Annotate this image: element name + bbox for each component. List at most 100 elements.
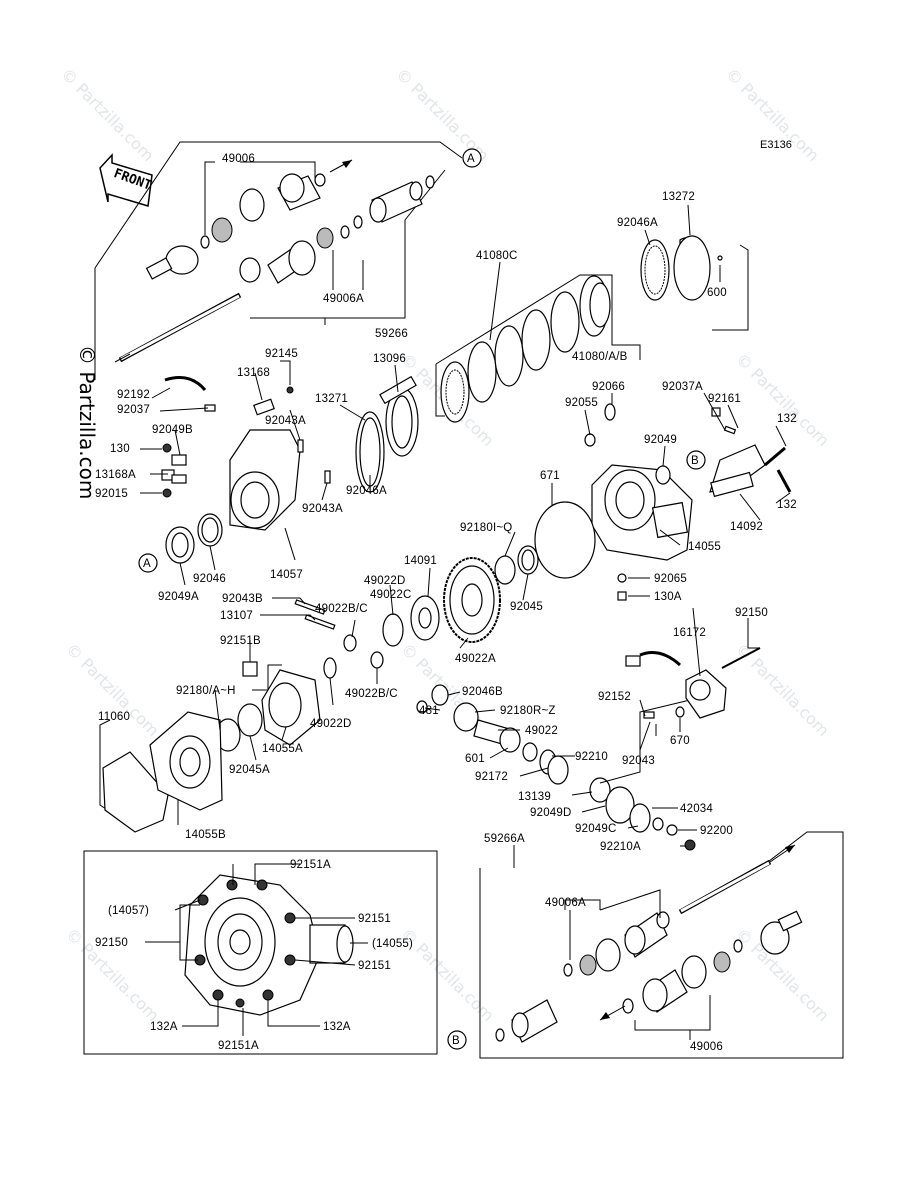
- label-14055a: 14055A: [262, 743, 303, 755]
- inset-housing-view: [83, 850, 438, 1055]
- callout-b-mid-label: B: [691, 455, 699, 467]
- label-13096: 13096: [373, 353, 406, 365]
- label-92065: 92065: [654, 573, 687, 585]
- label-49022b-c-2: 49022B/C: [345, 688, 398, 700]
- label-92049: 92049: [644, 434, 677, 446]
- label-92049a: 92049A: [158, 591, 199, 603]
- label-92180r-z: 92180R~Z: [500, 705, 556, 717]
- label-92049b: 92049B: [152, 424, 193, 436]
- label-92066: 92066: [592, 381, 625, 393]
- label-59266: 59266: [375, 328, 408, 340]
- label-49022c: 49022C: [370, 589, 411, 601]
- label-92043a-2: 92043A: [302, 503, 343, 515]
- label-92152: 92152: [598, 691, 631, 703]
- callout-b-mid: B: [686, 450, 706, 470]
- watermark-2: © Partzilla.com: [392, 64, 493, 165]
- label-92046: 92046: [193, 573, 226, 585]
- label-41080ab: 41080/A/B: [572, 351, 628, 363]
- label-92151a-bot: 92151A: [218, 1040, 259, 1052]
- label-481: 481: [419, 705, 439, 717]
- label-92055: 92055: [565, 397, 598, 409]
- label-132a-1: 132A: [150, 1021, 178, 1033]
- label-92037: 92037: [117, 404, 150, 416]
- label-92145: 92145: [265, 348, 298, 360]
- label-92045a: 92045A: [229, 764, 270, 776]
- label-13107: 13107: [220, 610, 253, 622]
- label-13139: 13139: [518, 791, 551, 803]
- callout-a-top: A: [462, 148, 482, 168]
- label-92150-box: 92150: [95, 937, 128, 949]
- label-11060: 11060: [98, 711, 130, 723]
- label-132-2: 132: [777, 499, 797, 511]
- label-92151-1: 92151: [358, 913, 391, 925]
- label-92049d: 92049D: [530, 807, 571, 819]
- label-92180a-h: 92180/A~H: [176, 685, 236, 697]
- label-49006-top: 49006: [222, 153, 255, 165]
- label-14057-ref: (14057): [108, 905, 149, 917]
- label-49022d-2: 49022D: [310, 718, 351, 730]
- label-92037a: 92037A: [662, 381, 703, 393]
- watermark-5: © Partzilla.com: [732, 349, 833, 450]
- label-671: 671: [540, 470, 560, 482]
- label-92210: 92210: [575, 751, 608, 763]
- label-92015: 92015: [95, 488, 128, 500]
- label-42034: 42034: [680, 803, 713, 815]
- label-92200: 92200: [700, 825, 733, 837]
- callout-a-left: A: [138, 553, 158, 573]
- label-670: 670: [670, 735, 690, 747]
- label-92043a-1: 92043A: [265, 415, 306, 427]
- sensor-16172: [625, 647, 761, 760]
- callout-a-top-label: A: [467, 153, 475, 165]
- label-13271: 13271: [315, 393, 348, 405]
- label-92043: 92043: [622, 755, 655, 767]
- ring-gear-49022a: [443, 545, 539, 643]
- label-132-1: 132: [777, 413, 797, 425]
- leader-lines: [99, 161, 791, 1040]
- front-arrow-icon: FRONT: [99, 153, 154, 207]
- label-92151b: 92151B: [220, 635, 261, 647]
- label-14055-ref: (14055): [372, 938, 413, 950]
- label-92210a: 92210A: [600, 841, 641, 853]
- label-49006a-bot: 49006A: [545, 897, 586, 909]
- label-601: 601: [465, 753, 485, 765]
- ring-13271-13096: [355, 375, 419, 493]
- ring-plate-set: [640, 235, 749, 331]
- bracket-14092: [709, 407, 792, 498]
- label-92046b: 92046B: [462, 686, 503, 698]
- front-drive-shaft-assembly: [94, 141, 463, 380]
- label-92180i-q: 92180I~Q: [460, 522, 512, 534]
- label-49006a-top: 49006A: [323, 293, 364, 305]
- callout-a-left-label: A: [143, 558, 151, 570]
- label-13168: 13168: [237, 367, 270, 379]
- label-14091: 14091: [404, 555, 437, 567]
- label-13168a: 13168A: [95, 469, 136, 481]
- label-92172: 92172: [475, 771, 508, 783]
- label-600: 600: [707, 287, 727, 299]
- rear-drive-shaft-assembly: [479, 831, 844, 1059]
- label-92045: 92045: [510, 601, 543, 613]
- label-92150-top: 92150: [735, 607, 768, 619]
- label-13272: 13272: [662, 191, 695, 203]
- watermark-1: © Partzilla.com: [57, 64, 158, 165]
- label-92043b: 92043B: [222, 593, 263, 605]
- clutch-assembly: [435, 274, 641, 423]
- diagram-code: E3136: [760, 139, 792, 151]
- label-92046a-top: 92046A: [617, 217, 658, 229]
- label-130: 130: [110, 443, 130, 455]
- callout-b-bottom-label: B: [452, 1035, 460, 1047]
- callout-b-bottom: B: [447, 1030, 467, 1050]
- housing-14055: [534, 403, 693, 601]
- label-92046a-mid: 92046A: [346, 485, 387, 497]
- housing-14055b: [99, 711, 223, 833]
- label-49006-bot: 49006: [690, 1041, 723, 1053]
- label-14055: 14055: [688, 541, 721, 553]
- housing-14055a: [215, 661, 321, 752]
- label-14092: 14092: [730, 521, 763, 533]
- label-92151a-top: 92151A: [290, 859, 331, 871]
- label-49022a: 49022A: [455, 653, 496, 665]
- label-14057: 14057: [270, 569, 303, 581]
- label-92151-2: 92151: [358, 960, 391, 972]
- label-41080c: 41080C: [476, 250, 517, 262]
- housing-14057: [161, 376, 331, 564]
